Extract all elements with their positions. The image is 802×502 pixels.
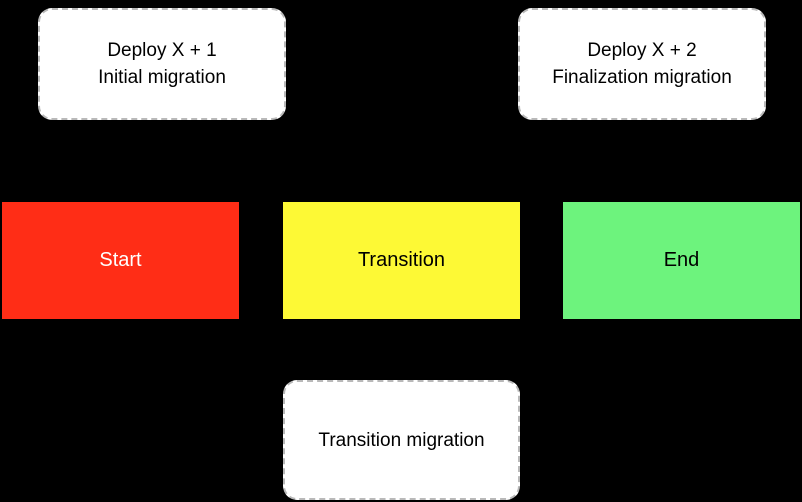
note-finalization-migration: Deploy X + 2 Finalization migration (518, 8, 766, 120)
stage-end-label: End (663, 249, 700, 271)
stage-start-label: Start (99, 249, 142, 271)
note-initial-migration: Deploy X + 1 Initial migration (38, 8, 286, 120)
note-initial-line-2: Initial migration (98, 67, 226, 88)
note-transition-migration: Transition migration (283, 380, 520, 500)
note-finalization-line-2: Finalization migration (552, 67, 732, 88)
stage-transition-label: Transition (357, 249, 446, 271)
note-transition-line-1: Transition migration (318, 429, 485, 451)
stage-end-box: End (563, 202, 800, 319)
note-finalization-line-1: Deploy X + 2 (587, 40, 697, 61)
stage-start-box: Start (2, 202, 239, 319)
stage-transition-box: Transition (283, 202, 520, 319)
note-initial-line-1: Deploy X + 1 (107, 40, 217, 61)
